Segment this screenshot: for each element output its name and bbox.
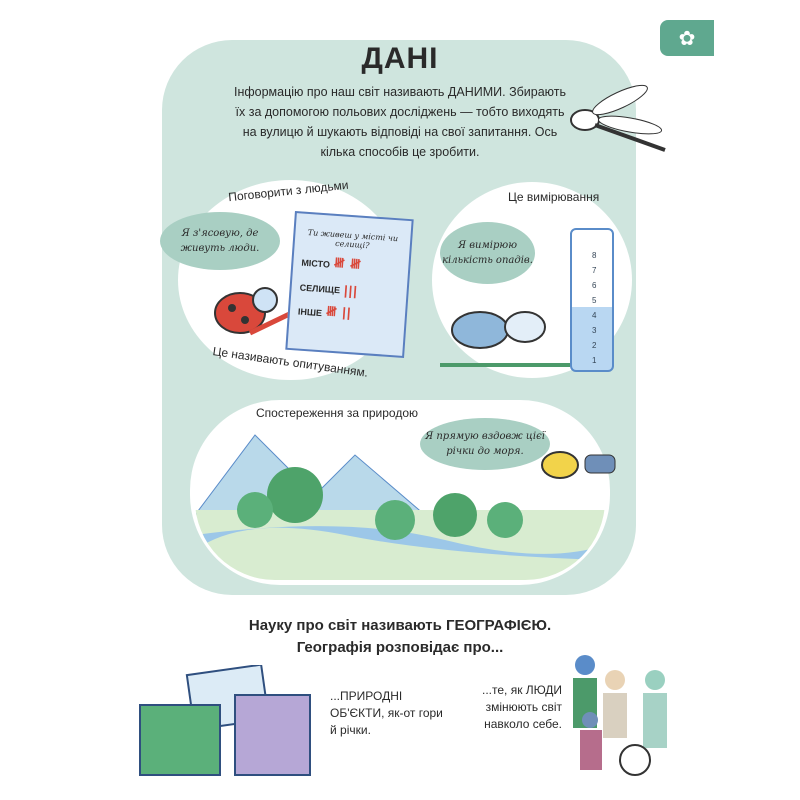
observe-speech-bubble: Я прямую вздовж цієї річки до моря.	[420, 418, 550, 470]
beetle-illustration	[440, 311, 570, 367]
measure-speech-bubble: Я вимірюю кількість опадів.	[440, 222, 535, 284]
river-landscape-illustration	[195, 425, 605, 580]
nature-pictures-illustration	[139, 665, 311, 776]
people-group-illustration	[573, 655, 667, 776]
page-tab: ✿	[660, 20, 714, 56]
survey-speech-bubble: Я з'ясовую, де живуть люди.	[160, 212, 280, 270]
flower-icon: ✿	[678, 27, 696, 50]
nature-text: ...ПРИРОДНІ ОБ'ЄКТИ, як-от гори й річки.	[330, 689, 443, 737]
observe-label: Спостереження за природою	[256, 406, 419, 420]
intro-text: Інформацію про наш світ називають ДАНИМИ…	[233, 85, 567, 159]
page-title: ДАНІ	[361, 42, 439, 75]
rain-gauge	[570, 228, 614, 372]
people-text: ...те, як ЛЮДИ змінюють світ навколо себ…	[481, 683, 562, 731]
tally-row: СЕЛИЩЕ|||	[299, 282, 359, 299]
bee-binoculars-illustration	[541, 451, 616, 479]
dragonfly-illustration	[570, 84, 666, 152]
geography-heading: Науку про світ називають ГЕОГРАФІЄЮ. Гео…	[248, 617, 552, 656]
measure-label: Це вимірювання	[508, 190, 600, 204]
clipboard-question: Ти живеш у місті чи селищі?	[307, 227, 399, 251]
